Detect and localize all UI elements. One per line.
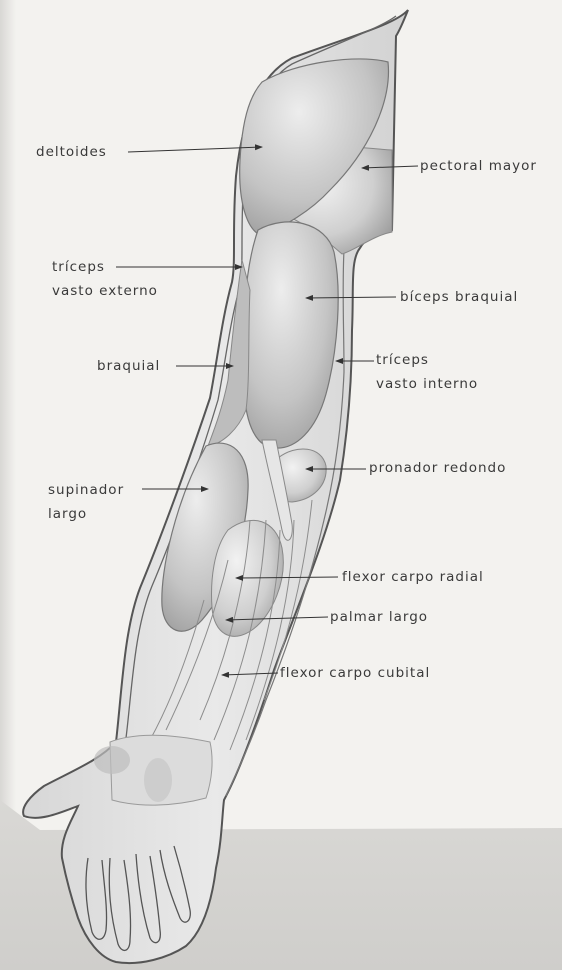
leader-flexor-carpo-cubital <box>222 673 278 675</box>
leader-palmar-largo <box>226 617 328 620</box>
label-pronador-redondo: pronador redondo <box>369 456 506 480</box>
label-triceps-vasto-interno: tríceps vasto interno <box>376 348 478 396</box>
label-supinador-largo: supinador largo <box>48 478 124 526</box>
label-flexor-carpo-cubital: flexor carpo cubital <box>280 661 430 685</box>
label-braquial: braquial <box>97 354 160 378</box>
label-pectoral-mayor: pectoral mayor <box>420 154 537 178</box>
leader-deltoides <box>128 147 262 152</box>
label-palmar-largo: palmar largo <box>330 605 428 629</box>
label-biceps-braquial: bíceps braquial <box>400 285 518 309</box>
label-triceps-vasto-externo: tríceps vasto externo <box>52 255 158 303</box>
leader-biceps-braquial <box>306 297 396 298</box>
label-flexor-carpo-radial: flexor carpo radial <box>342 565 484 589</box>
label-deltoides: deltoides <box>36 140 107 164</box>
leader-pectoral-mayor <box>362 166 418 168</box>
leader-flexor-carpo-radial <box>236 577 338 578</box>
